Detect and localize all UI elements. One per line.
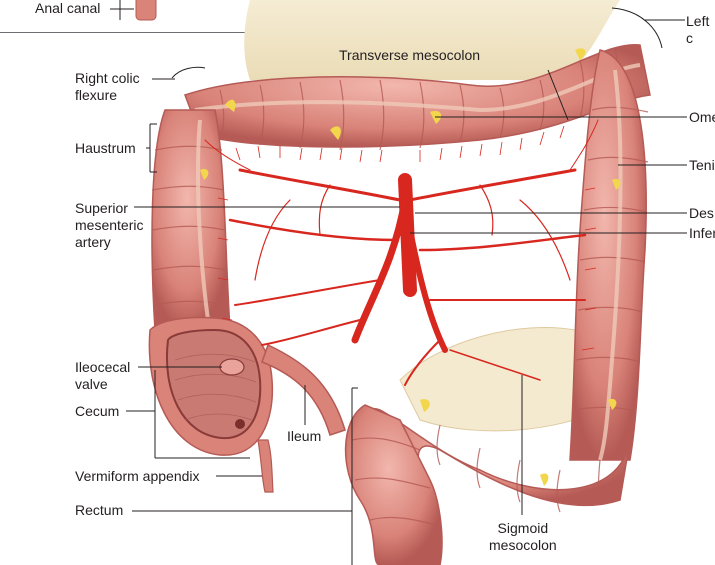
label-vermiform-appendix: Vermiform appendix bbox=[75, 468, 200, 484]
label-superior-mesenteric-artery: Superior mesenteric artery bbox=[75, 200, 144, 250]
label-anal-canal: Anal canal bbox=[35, 0, 101, 16]
label-ileum: Ileum bbox=[287, 428, 322, 444]
arterial-tree bbox=[204, 119, 599, 386]
ascending-colon bbox=[151, 109, 231, 331]
sigmoid-haustra bbox=[436, 424, 601, 513]
label-haustrum: Haustrum bbox=[75, 140, 136, 156]
rectum bbox=[344, 404, 443, 565]
rectum-folds bbox=[351, 437, 437, 526]
label-ileocecal-valve: Ileocecal valve bbox=[75, 359, 131, 392]
ileocecal-valve-orifice bbox=[219, 358, 245, 376]
label-sigmoid-mesocolon: Sigmoid mesocolon bbox=[489, 520, 557, 553]
sigmoid-mesocolon-sheet bbox=[399, 327, 601, 432]
vasa-recta bbox=[217, 125, 597, 351]
ascending-tenia bbox=[196, 119, 210, 321]
anal-canal-swatch bbox=[135, 0, 157, 21]
epiploic-appendages bbox=[200, 48, 621, 486]
label-omentum: Ome bbox=[689, 109, 715, 125]
label-rectum: Rectum bbox=[75, 502, 124, 518]
leader-lines bbox=[110, 0, 687, 565]
label-inferior: Infer bbox=[689, 225, 715, 241]
label-cecum: Cecum bbox=[75, 403, 120, 419]
greater-omentum bbox=[244, 0, 620, 80]
appendix-orifice bbox=[235, 419, 245, 429]
leader-anal-canal bbox=[110, 0, 134, 20]
ascending-haustra bbox=[151, 145, 229, 306]
leader-transverse-mesocolon bbox=[547, 69, 569, 121]
leader-right-colic-flexure bbox=[152, 66, 206, 80]
leader-left-colic-flexure bbox=[611, 7, 685, 49]
label-teniae: Teni bbox=[689, 157, 715, 173]
descending-colon bbox=[569, 49, 647, 461]
transverse-haustra bbox=[219, 47, 620, 151]
leader-cecum bbox=[126, 370, 250, 459]
superior-mesenteric-artery-trunk bbox=[351, 196, 409, 344]
transverse-colon bbox=[184, 44, 651, 148]
cecum-mucosa-folds bbox=[174, 353, 257, 421]
leader-rectum bbox=[132, 387, 358, 565]
label-transverse-mesocolon: Transverse mesocolon bbox=[339, 47, 481, 63]
descending-tenia bbox=[598, 69, 623, 461]
ileum-segment bbox=[261, 343, 346, 436]
leader-haustrum bbox=[146, 123, 157, 173]
label-descending: Des bbox=[689, 205, 714, 221]
vermiform-appendix-shape bbox=[257, 439, 274, 493]
label-left-colic-flexure: Left c bbox=[686, 13, 710, 46]
label-right-colic-flexure: Right colic flexure bbox=[75, 70, 140, 103]
